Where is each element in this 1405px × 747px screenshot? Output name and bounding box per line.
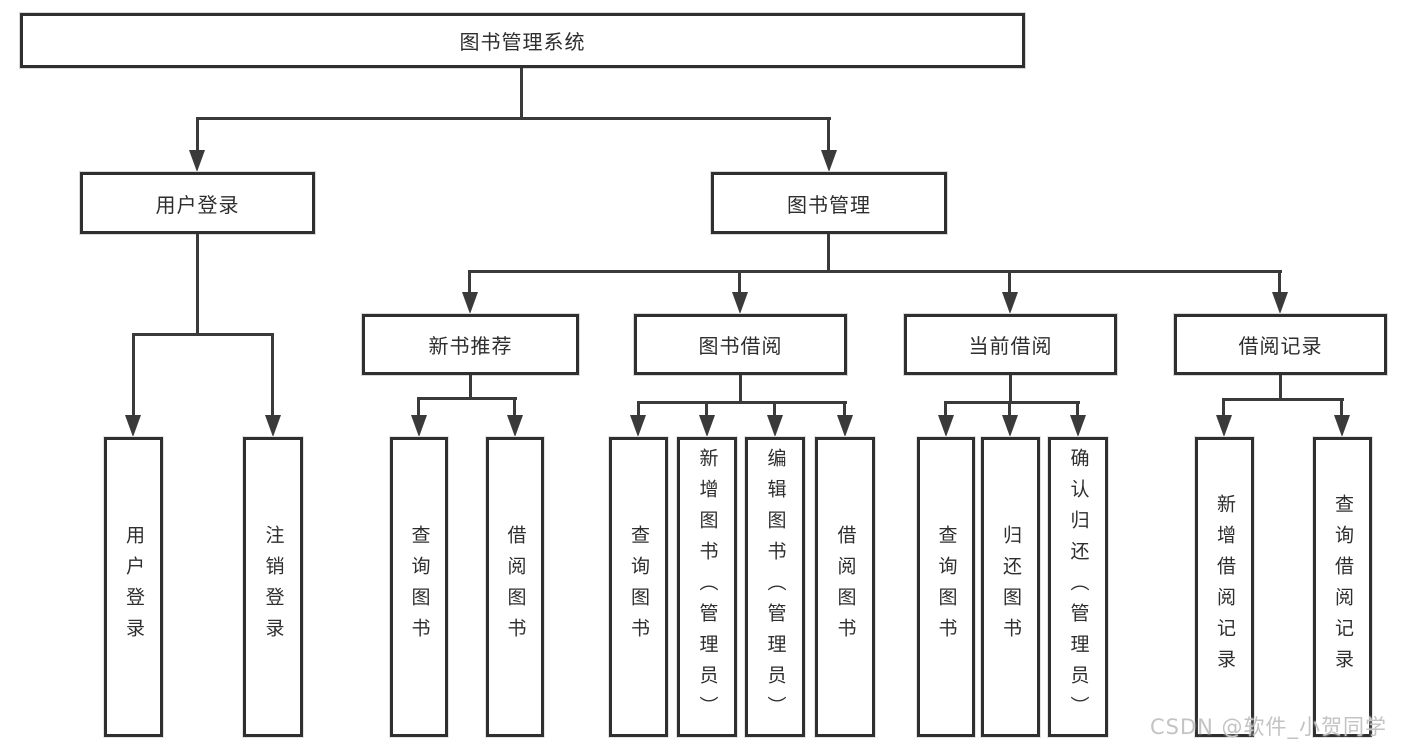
- connector-hline: [132, 333, 274, 336]
- leaf-edit-book-admin: 编辑图书（管理员）: [745, 437, 805, 737]
- connector-hline: [417, 397, 517, 400]
- connector-hline: [944, 401, 1080, 404]
- node-new-book-recommend: 新书推荐: [362, 314, 579, 375]
- arrowhead-down-icon: [125, 415, 141, 437]
- connector-vline: [705, 401, 708, 418]
- connector-hline: [196, 117, 831, 120]
- connector-vline: [513, 397, 516, 418]
- connector-vline: [196, 117, 199, 155]
- connector-vline: [1278, 270, 1281, 296]
- connector-vline: [196, 234, 199, 336]
- node-current-borrow-label: 当前借阅: [968, 334, 1053, 358]
- node-user-login-label: 用户登录: [155, 192, 240, 217]
- node-root-system-label: 图书管理系统: [459, 30, 586, 54]
- arrowhead-down-icon: [1272, 292, 1288, 314]
- connector-hline: [637, 401, 847, 404]
- leaf-recommend-query-book: 查询图书: [390, 437, 448, 737]
- leaf-borrow-book-label: 借阅图书: [834, 525, 857, 649]
- arrowhead-down-icon: [837, 415, 853, 437]
- connector-vline: [520, 68, 523, 120]
- leaf-user-login: 用户登录: [104, 437, 163, 737]
- connector-vline: [637, 401, 640, 418]
- arrowhead-down-icon: [507, 415, 523, 437]
- connector-vline: [1279, 375, 1282, 401]
- arrowhead-down-icon: [1070, 415, 1086, 437]
- arrowhead-down-icon: [462, 292, 478, 314]
- connector-vline: [469, 375, 472, 400]
- arrowhead-down-icon: [1002, 415, 1018, 437]
- arrowhead-down-icon: [767, 415, 783, 437]
- connector-vline: [1008, 401, 1011, 418]
- arrowhead-down-icon: [938, 415, 954, 437]
- leaf-borrow-book: 借阅图书: [815, 437, 875, 737]
- connector-vline: [944, 401, 947, 418]
- connector-vline: [132, 333, 135, 419]
- connector-vline: [1340, 398, 1343, 418]
- arrowhead-down-icon: [821, 150, 837, 172]
- connector-vline: [1076, 401, 1079, 418]
- leaf-add-borrow-record-label: 新增借阅记录: [1214, 494, 1236, 680]
- leaf-logout-label: 注销登录: [262, 525, 285, 649]
- arrowhead-down-icon: [1334, 415, 1350, 437]
- node-book-borrow: 图书借阅: [634, 314, 847, 375]
- leaf-return-book-label: 归还图书: [1000, 525, 1022, 649]
- arrowhead-down-icon: [699, 415, 715, 437]
- node-book-management: 图书管理: [711, 172, 947, 234]
- node-book-management-label: 图书管理: [787, 192, 871, 217]
- connector-vline: [1008, 270, 1011, 296]
- leaf-logout: 注销登录: [243, 437, 303, 737]
- leaf-query-borrow-record-label: 查询借阅记录: [1332, 494, 1354, 680]
- connector-vline: [468, 270, 471, 296]
- leaf-recommend-borrow-book-label: 借阅图书: [504, 525, 527, 649]
- node-book-borrow-label: 图书借阅: [698, 334, 783, 358]
- connector-vline: [738, 270, 741, 296]
- leaf-confirm-return-admin-label: 确认归还（管理员）: [1067, 447, 1090, 727]
- leaf-recommend-query-book-label: 查询图书: [408, 525, 431, 649]
- leaf-user-login-label: 用户登录: [123, 525, 145, 649]
- node-user-login: 用户登录: [80, 172, 315, 234]
- connector-vline: [739, 375, 742, 404]
- connector-hline: [468, 270, 1282, 273]
- arrowhead-down-icon: [1216, 415, 1232, 437]
- leaf-add-book-admin-label: 新增图书（管理员）: [696, 447, 719, 727]
- leaf-borrow-query-book: 查询图书: [609, 437, 668, 737]
- leaf-edit-book-admin-label: 编辑图书（管理员）: [764, 447, 787, 727]
- arrowhead-down-icon: [411, 415, 427, 437]
- node-borrow-record-label: 借阅记录: [1238, 334, 1323, 358]
- leaf-add-borrow-record: 新增借阅记录: [1195, 437, 1254, 737]
- node-current-borrow: 当前借阅: [904, 314, 1117, 375]
- node-new-book-recommend-label: 新书推荐: [428, 334, 513, 358]
- leaf-current-query-book: 查询图书: [917, 437, 975, 737]
- connector-vline: [773, 401, 776, 418]
- connector-vline: [827, 234, 830, 273]
- leaf-query-borrow-record: 查询借阅记录: [1313, 437, 1372, 737]
- connector-vline: [417, 397, 420, 418]
- connector-vline: [1222, 398, 1225, 418]
- connector-vline: [271, 333, 274, 419]
- node-borrow-record: 借阅记录: [1174, 314, 1387, 375]
- arrowhead-down-icon: [732, 292, 748, 314]
- arrowhead-down-icon: [1002, 292, 1018, 314]
- connector-vline: [843, 401, 846, 418]
- leaf-return-book: 归还图书: [981, 437, 1040, 737]
- arrowhead-down-icon: [630, 415, 646, 437]
- leaf-current-query-book-label: 查询图书: [935, 525, 958, 649]
- leaf-borrow-query-book-label: 查询图书: [628, 525, 650, 649]
- arrowhead-down-icon: [189, 150, 205, 172]
- leaf-confirm-return-admin: 确认归还（管理员）: [1048, 437, 1108, 737]
- leaf-add-book-admin: 新增图书（管理员）: [677, 437, 737, 737]
- connector-hline: [1222, 398, 1344, 401]
- connector-vline: [1009, 375, 1012, 404]
- leaf-recommend-borrow-book: 借阅图书: [486, 437, 544, 737]
- csdn-watermark: CSDN @软件_小贺同学: [1150, 715, 1388, 739]
- arrowhead-down-icon: [265, 415, 281, 437]
- node-root-system: 图书管理系统: [20, 13, 1025, 68]
- connector-vline: [827, 117, 830, 155]
